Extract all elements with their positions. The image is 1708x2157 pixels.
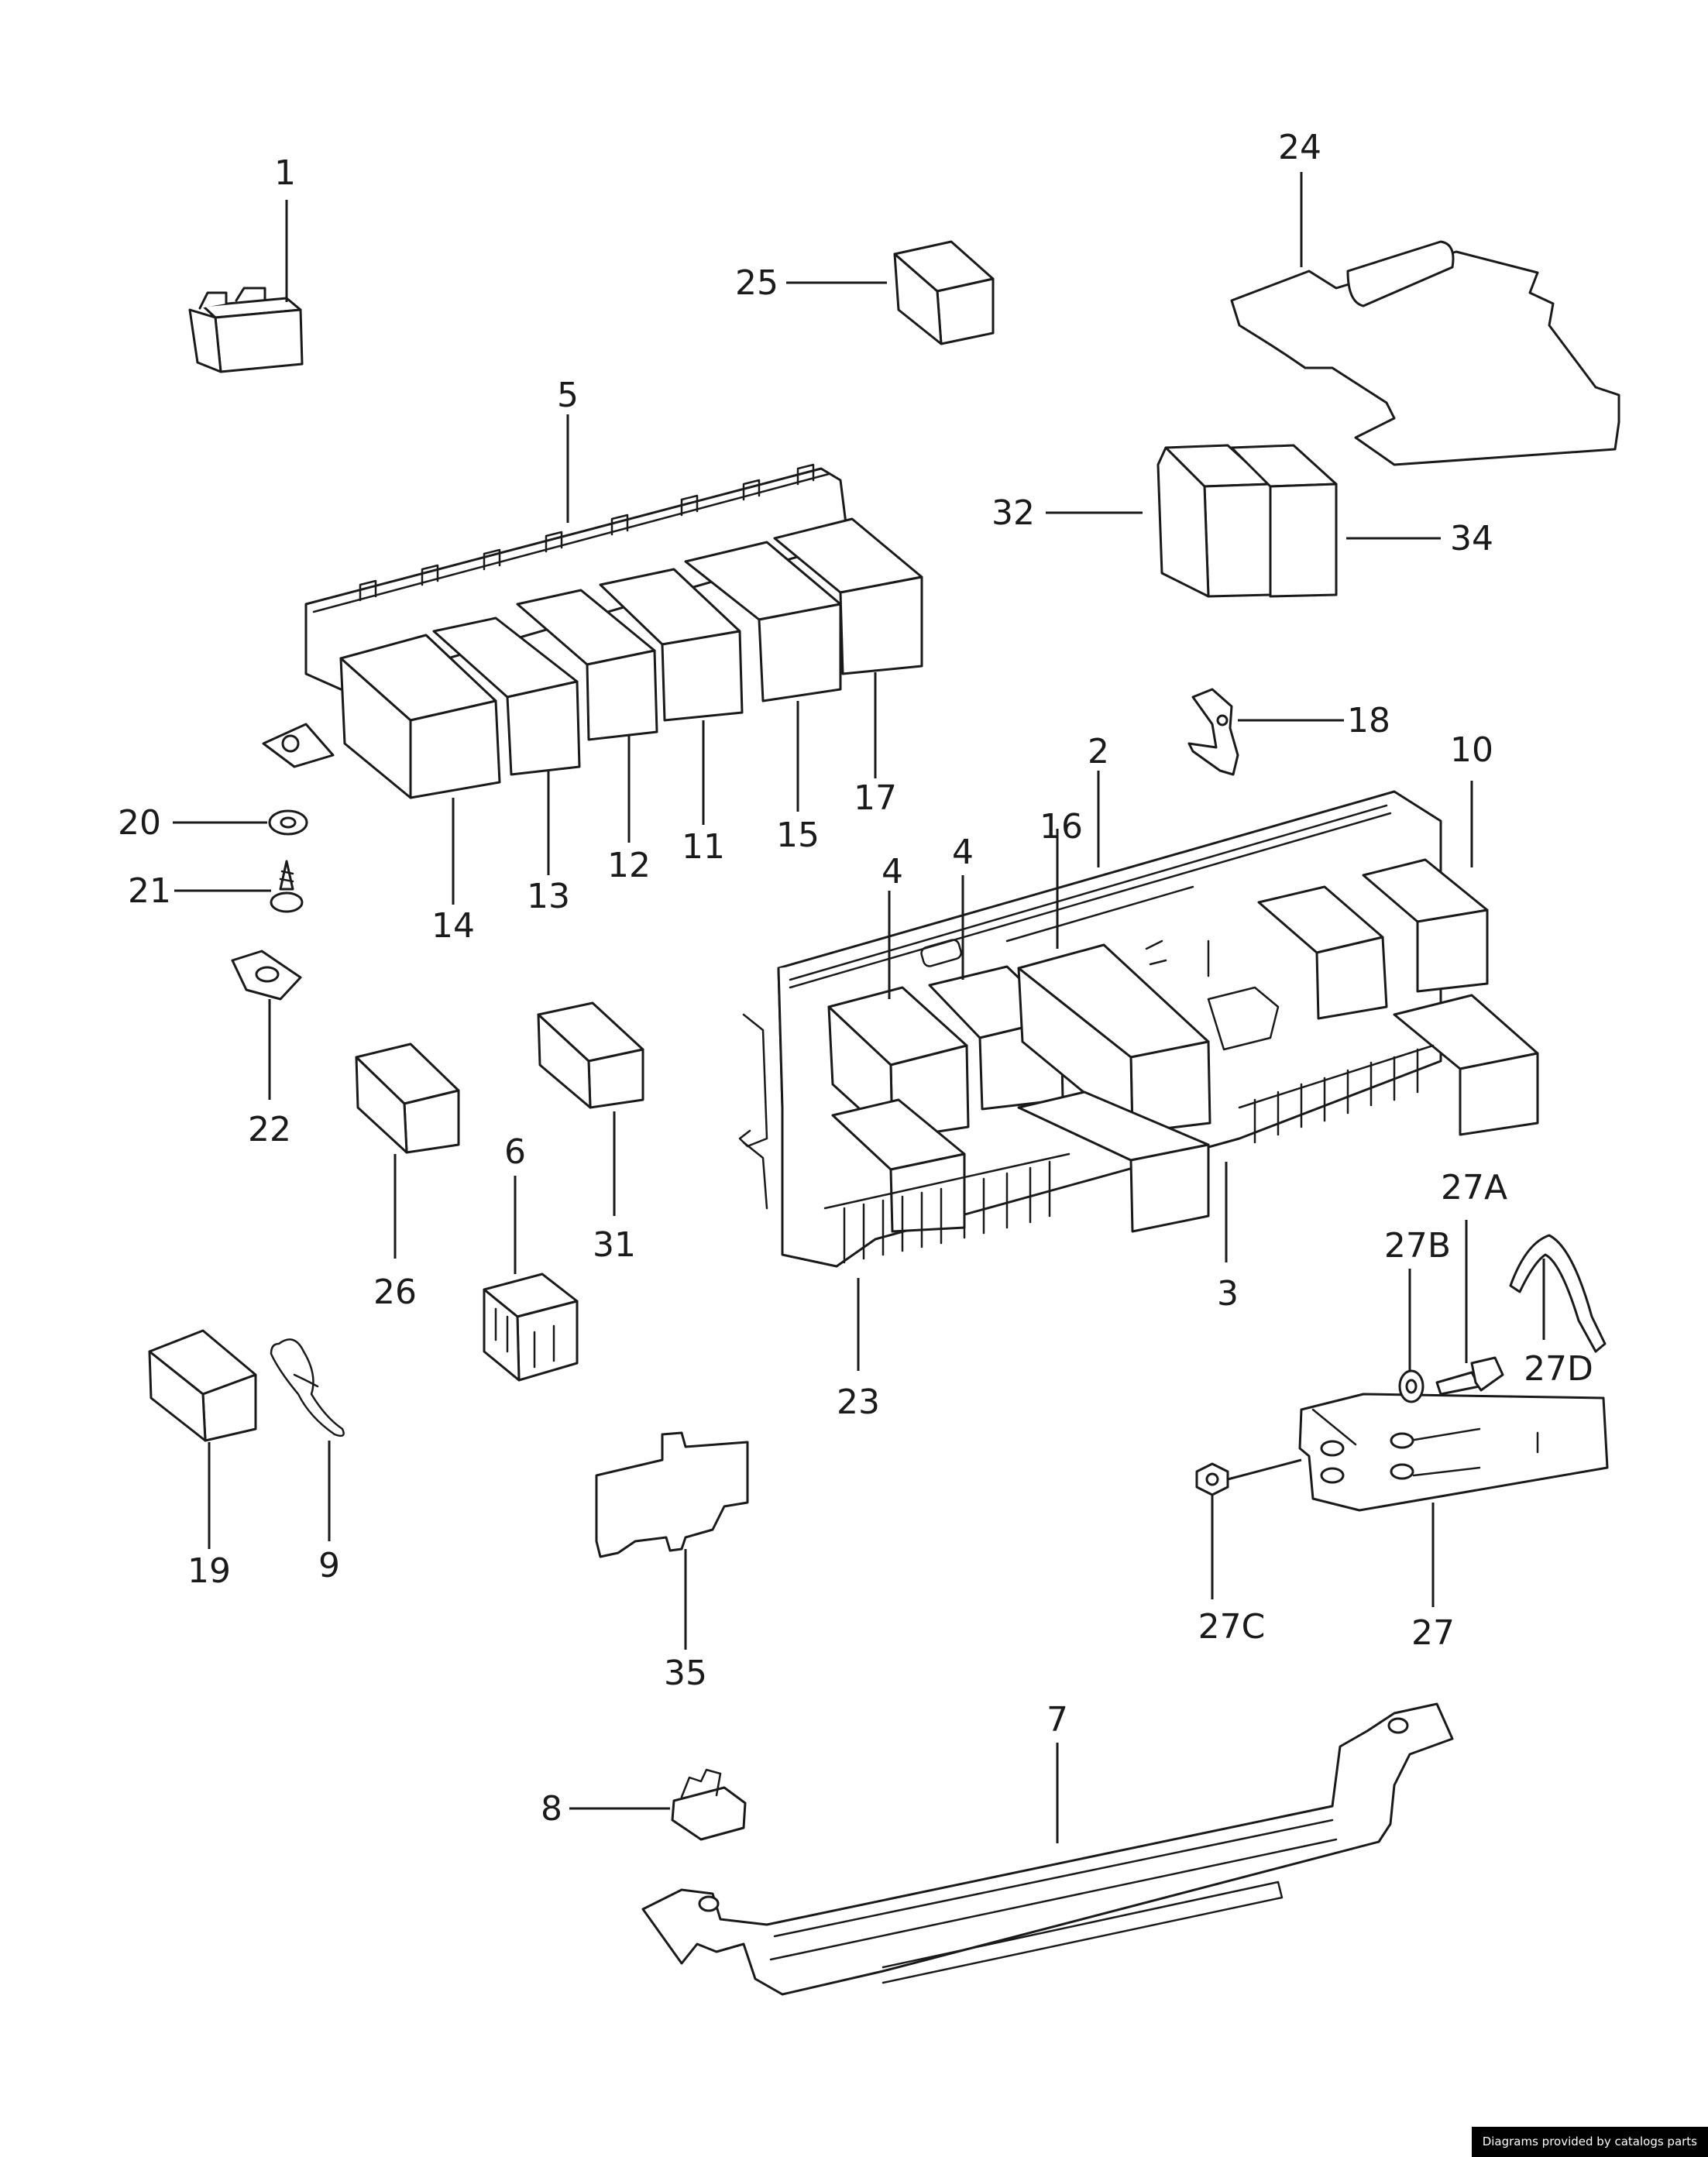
callout-10: 10 bbox=[1450, 730, 1493, 770]
callout-7: 7 bbox=[1046, 1700, 1068, 1740]
part-32-relay[interactable] bbox=[1156, 444, 1272, 598]
part-8-clip[interactable] bbox=[671, 1768, 747, 1841]
part-3-fuse-block[interactable] bbox=[1207, 986, 1435, 1144]
part-7-bracket[interactable] bbox=[641, 1702, 1454, 1996]
part-26-relay[interactable] bbox=[355, 1042, 460, 1154]
part-27A-bolt[interactable] bbox=[1435, 1356, 1504, 1396]
part-1-fuse[interactable] bbox=[188, 287, 304, 373]
part-23-fuse-row[interactable] bbox=[823, 1152, 1071, 1264]
callout-24: 24 bbox=[1278, 128, 1321, 167]
part-34-relay[interactable] bbox=[1230, 444, 1338, 598]
callout-35: 35 bbox=[664, 1654, 707, 1693]
part-35-cover[interactable] bbox=[595, 1431, 749, 1558]
callout-22: 22 bbox=[248, 1110, 291, 1149]
callout-27: 27 bbox=[1411, 1613, 1455, 1653]
callout-15: 15 bbox=[776, 816, 820, 855]
part-10-relay[interactable] bbox=[1257, 858, 1539, 1136]
callout-32: 32 bbox=[991, 493, 1035, 533]
callout-21: 21 bbox=[128, 871, 171, 911]
callout-19: 19 bbox=[187, 1551, 231, 1591]
part-20-washer[interactable] bbox=[268, 809, 308, 836]
callout-12: 12 bbox=[607, 846, 651, 885]
callout-16: 16 bbox=[1040, 807, 1083, 847]
callout-27A: 27A bbox=[1441, 1168, 1507, 1207]
callout-27C: 27C bbox=[1198, 1607, 1266, 1647]
part-27C-nut[interactable] bbox=[1195, 1462, 1229, 1496]
callout-18: 18 bbox=[1347, 701, 1390, 740]
part-22-clip-nut[interactable] bbox=[231, 950, 302, 1001]
callout-34: 34 bbox=[1450, 519, 1493, 558]
callout-13: 13 bbox=[527, 877, 570, 916]
callout-6: 6 bbox=[504, 1132, 526, 1172]
part-6-connector[interactable] bbox=[483, 1273, 579, 1382]
credit-label: Diagrams provided by catalogs parts bbox=[1471, 2127, 1708, 2157]
part-11-relay[interactable] bbox=[599, 568, 744, 722]
part-12-relay[interactable] bbox=[516, 589, 658, 741]
callout-1: 1 bbox=[274, 153, 296, 193]
callout-4-right: 4 bbox=[952, 833, 974, 872]
part-27D-hose[interactable] bbox=[1509, 1234, 1607, 1353]
leader-lines bbox=[173, 172, 1545, 1843]
callout-20: 20 bbox=[118, 803, 161, 843]
part-25-relay[interactable] bbox=[893, 240, 995, 345]
callout-3: 3 bbox=[1217, 1274, 1239, 1314]
callout-labels: 1 2 3 4 4 5 6 7 8 9 10 11 12 13 14 15 16… bbox=[118, 128, 1593, 1829]
callout-8: 8 bbox=[541, 1789, 562, 1829]
part-31-relay[interactable] bbox=[537, 1001, 644, 1109]
part-17-relay[interactable] bbox=[773, 517, 923, 675]
callout-25: 25 bbox=[735, 263, 778, 303]
callout-27B: 27B bbox=[1384, 1226, 1451, 1266]
callout-5: 5 bbox=[557, 376, 579, 415]
callout-14: 14 bbox=[431, 906, 475, 946]
callout-23: 23 bbox=[837, 1382, 880, 1422]
part-18-bracket[interactable] bbox=[1187, 688, 1239, 776]
callout-27D: 27D bbox=[1524, 1349, 1593, 1389]
callout-4-left: 4 bbox=[881, 852, 903, 891]
part-27-bracket[interactable] bbox=[1298, 1393, 1609, 1512]
part-27B-washer[interactable] bbox=[1398, 1369, 1424, 1403]
callout-26: 26 bbox=[373, 1273, 417, 1312]
callout-11: 11 bbox=[682, 827, 725, 867]
callout-31: 31 bbox=[593, 1225, 636, 1265]
part-13-relay[interactable] bbox=[432, 617, 581, 776]
part-24-cover-plate[interactable] bbox=[1230, 240, 1620, 466]
callout-2: 2 bbox=[1088, 732, 1109, 771]
part-lower-relay[interactable] bbox=[831, 1091, 1210, 1233]
part-14-relay[interactable] bbox=[339, 634, 501, 799]
part-19-relay[interactable] bbox=[148, 1329, 257, 1442]
part-9-clip[interactable] bbox=[270, 1338, 345, 1437]
callout-17: 17 bbox=[854, 778, 897, 818]
callout-9: 9 bbox=[318, 1546, 340, 1585]
part-21-screw[interactable] bbox=[270, 860, 304, 913]
